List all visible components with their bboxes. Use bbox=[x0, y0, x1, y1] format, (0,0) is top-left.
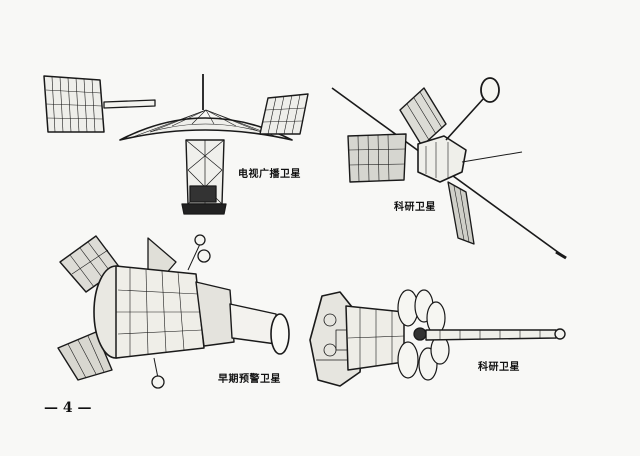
caption-early-warning-satellite: 早期预警卫星 bbox=[218, 374, 281, 385]
research-satellite-1-drawing bbox=[331, 77, 567, 260]
research-satellite-2-drawing bbox=[309, 289, 566, 387]
early-warning-satellite-drawing bbox=[57, 234, 290, 389]
caption-tv-broadcast-satellite: 电视广播卫星 bbox=[238, 169, 301, 180]
tv-broadcast-satellite-drawing bbox=[43, 74, 309, 215]
caption-research-satellite-2: 科研卫星 bbox=[478, 362, 520, 373]
caption-research-satellite-1: 科研卫星 bbox=[394, 202, 436, 213]
page-number: — 4 — bbox=[44, 400, 92, 416]
